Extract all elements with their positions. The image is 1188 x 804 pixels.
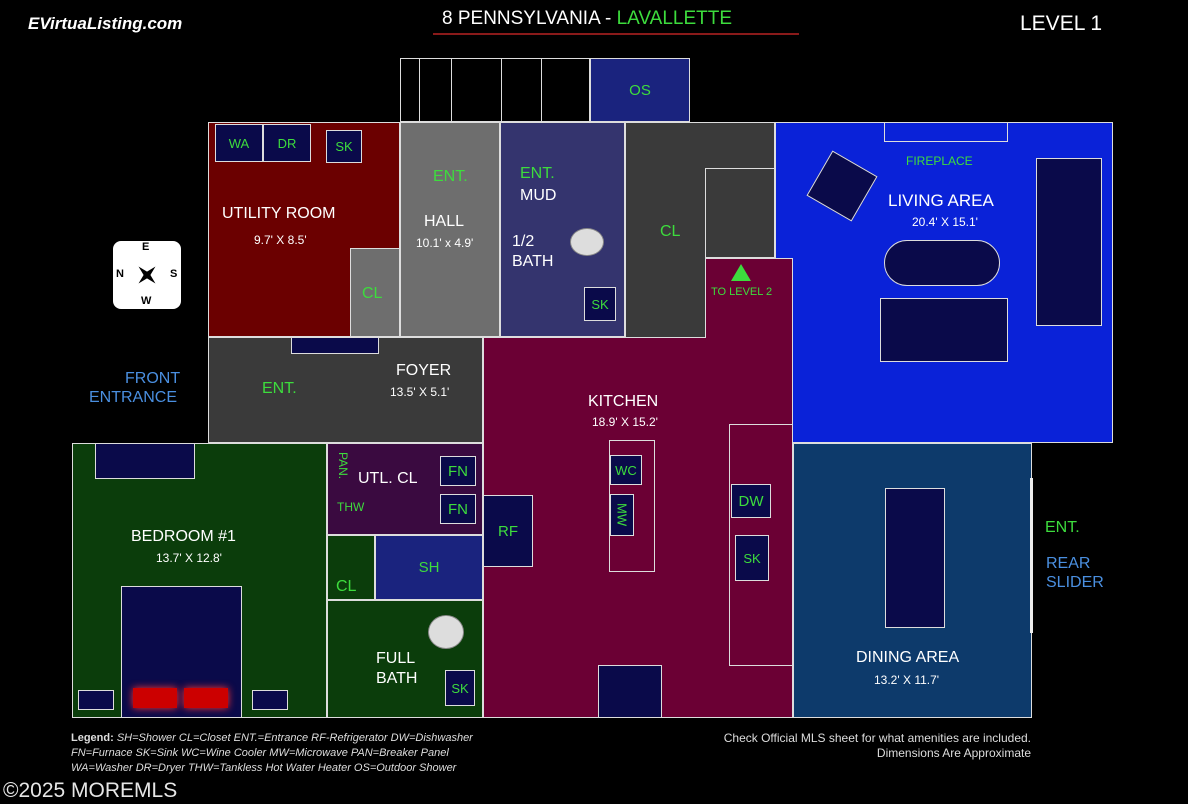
mud-entrance-label: ENT. [520, 165, 555, 182]
stair-closet-label: CL [660, 223, 681, 240]
legend-line-3: WA=Washer DR=Dryer THW=Tankless Hot Wate… [71, 762, 457, 774]
level-label: LEVEL 1 [1020, 12, 1103, 35]
rear-slider-label-1: REAR [1046, 555, 1091, 572]
hall-label: HALL [424, 213, 465, 230]
compass-w: W [141, 295, 152, 307]
furnace-2: FN [440, 494, 476, 524]
rear-slider-door [1030, 478, 1033, 633]
compass-icon: E N S W [113, 241, 181, 309]
half-bath-label-1: 1/2 [512, 233, 535, 250]
compass-n: N [116, 268, 124, 280]
compass-star-icon [130, 258, 164, 292]
toilet-icon [570, 228, 604, 256]
note-line-1: Check Official MLS sheet for what amenit… [723, 731, 1031, 745]
title-underline [433, 33, 799, 35]
town: LAVALLETTE [616, 8, 733, 29]
pillow [133, 688, 177, 708]
hall [400, 122, 500, 337]
legend-line-2: FN=Furnace SK=Sink WC=Wine Cooler MW=Mic… [71, 747, 449, 759]
dishwasher: DW [731, 484, 771, 518]
utility-room-label: UTILITY ROOM [222, 205, 336, 222]
furnace-1: FN [440, 456, 476, 486]
dining-area-label: DINING AREA [856, 649, 960, 666]
watermark: ©2025 MOREMLS [3, 779, 178, 802]
foyer-dim: 13.5' X 5.1' [390, 385, 450, 399]
fireplace-label: FIREPLACE [906, 154, 973, 168]
toilet-icon [428, 615, 464, 649]
living-area-label: LIVING AREA [888, 191, 994, 210]
wine-cooler: WC [610, 455, 642, 485]
legend-line-1: Legend: SH=Shower CL=Closet ENT.=Entranc… [71, 732, 473, 744]
foyer [208, 337, 483, 443]
bedroom-closet-label: CL [336, 578, 357, 595]
plan-title: 8 PENNSYLVANIA - LAVALLETTE [442, 8, 732, 30]
half-bath-label-2: BATH [512, 253, 554, 270]
address: 8 PENNSYLVANIA - [442, 8, 617, 29]
dining-area-dim: 13.2' X 11.7' [874, 673, 940, 687]
half-bath-sink: SK [584, 287, 616, 321]
pillow [184, 688, 228, 708]
coffee-table [884, 240, 1000, 286]
foyer-entrance-label: ENT. [262, 380, 297, 397]
legend-text-1: SH=Shower CL=Closet ENT.=Entrance RF-Ref… [113, 732, 473, 744]
sofa [1036, 158, 1102, 326]
bedroom-dim: 13.7' X 12.8' [156, 551, 222, 565]
stairs [705, 168, 775, 258]
hall-dim: 10.1' x 4.9' [416, 236, 474, 250]
bedroom-closet [327, 535, 375, 600]
full-bath-sink: SK [445, 670, 475, 706]
utility-closet-label: UTL. CL [358, 470, 418, 487]
full-bath-label-1: FULL [376, 650, 416, 667]
rear-entrance-label: ENT. [1045, 519, 1080, 536]
utility-closet [350, 248, 400, 337]
legend-title: Legend: [71, 732, 114, 744]
hall-entrance-label: ENT. [433, 168, 468, 185]
foyer-label: FOYER [396, 362, 452, 379]
rear-slider-label-2: SLIDER [1046, 574, 1104, 591]
shower: SH [375, 535, 483, 600]
note-line-2: Dimensions Are Approximate [876, 746, 1031, 760]
loveseat [880, 298, 1008, 362]
site-name: EVirtuaListing.com [28, 14, 183, 33]
front-steps [400, 58, 590, 123]
kitchen-label: KITCHEN [588, 393, 659, 410]
compass-e: E [142, 241, 150, 253]
compass-s: S [170, 268, 178, 280]
outdoor-shower: OS [590, 58, 690, 122]
closet-label: CL [362, 285, 383, 302]
full-bath-label-2: BATH [376, 670, 418, 687]
nightstand [78, 690, 114, 710]
up-arrow-icon [731, 264, 751, 281]
dining-table [885, 488, 945, 628]
dryer: DR [263, 124, 311, 162]
kitchen-dim: 18.9' X 15.2' [592, 415, 658, 429]
to-level-2-label: TO LEVEL 2 [711, 286, 773, 298]
utility-room-dim: 9.7' X 8.5' [254, 233, 307, 247]
kitchen-window-unit [598, 665, 662, 718]
dresser [95, 443, 195, 479]
living-area-dim: 20.4' X 15.1' [912, 215, 978, 229]
front-entrance-label-1: FRONT [125, 370, 181, 387]
nightstand [252, 690, 288, 710]
washer: WA [215, 124, 263, 162]
hot-water-heater: THW [337, 500, 365, 514]
mud-label: MUD [520, 187, 557, 204]
foyer-bench [291, 337, 379, 354]
bedroom-label: BEDROOM #1 [131, 528, 236, 545]
kitchen-sink: SK [735, 535, 769, 581]
refrigerator: RF [483, 495, 533, 567]
microwave: MW [610, 494, 634, 536]
fireplace [884, 122, 1008, 142]
utility-sink: SK [326, 130, 362, 163]
front-entrance-label-2: ENTRANCE [89, 389, 178, 406]
breaker-panel: PAN. [336, 452, 350, 480]
